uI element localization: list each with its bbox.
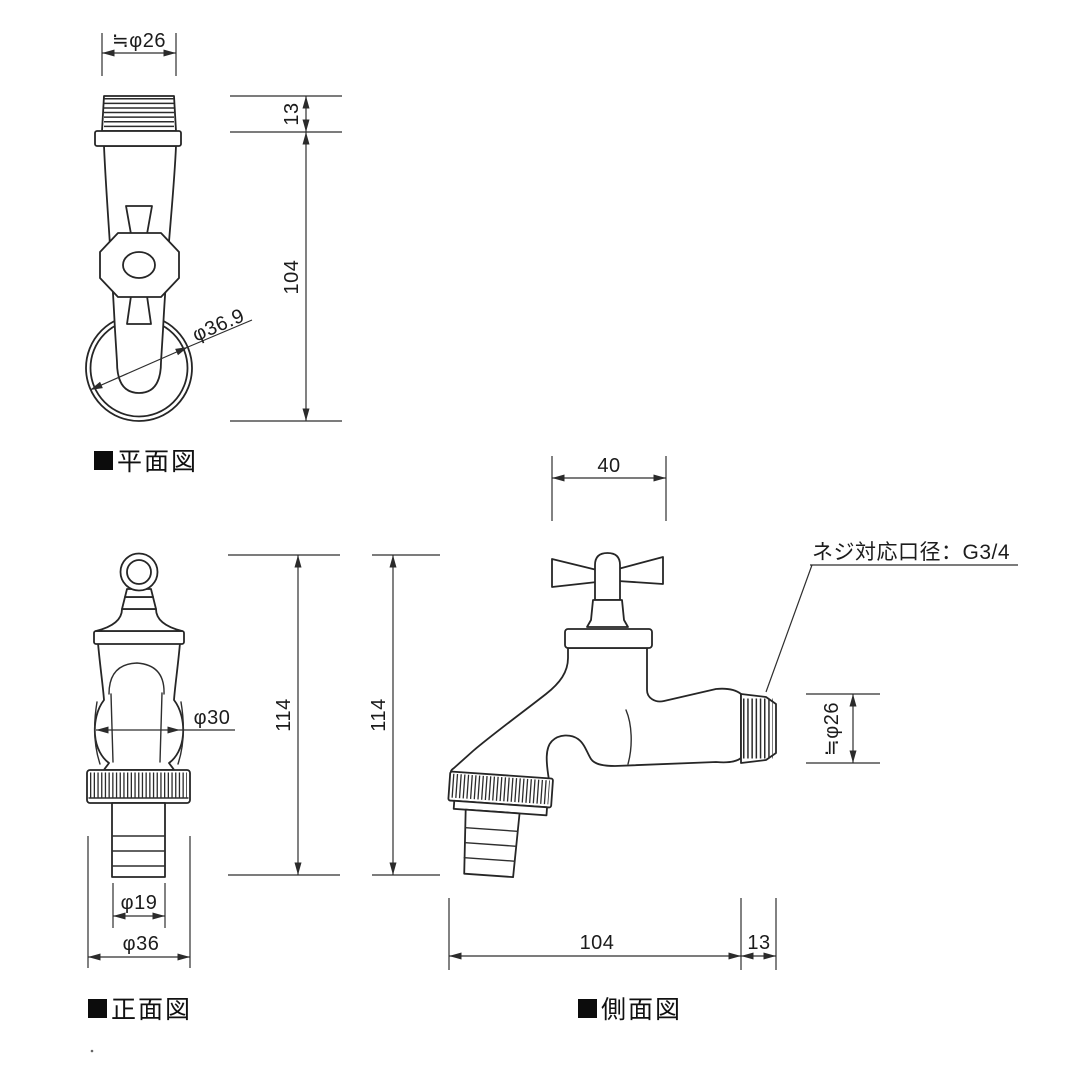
side-dim-text-13: 13 xyxy=(747,932,770,954)
side-handle-right-bar xyxy=(617,556,664,585)
front-dim-text-114: 114 xyxy=(273,698,295,731)
side-nipple-barb xyxy=(463,856,515,862)
front-dim-text-phi36: φ36 xyxy=(123,933,160,955)
side-handle-hub xyxy=(594,552,621,601)
plan-handle-bottom-bar xyxy=(126,295,152,325)
front-spout-window-arc xyxy=(108,662,165,695)
side-dim-text-114: 114 xyxy=(368,698,390,731)
plan-dim-text-104: 104 xyxy=(281,260,303,295)
side-view: 40 114 104 13 ≒φ26 ネジ対応口径：G3/4 側面図 xyxy=(368,455,1018,1024)
plan-handle-hub-center xyxy=(122,251,156,279)
front-bonnet-flange xyxy=(93,630,185,645)
side-leader-line xyxy=(765,564,813,693)
front-handle-ring-outer xyxy=(119,552,159,592)
plan-dim-text-13: 13 xyxy=(281,102,303,125)
plan-label: 平面図 xyxy=(117,448,198,476)
plan-dim-line-phi369 xyxy=(89,346,189,391)
front-label-square-icon xyxy=(88,999,107,1018)
side-thread-note: ネジ対応口径：G3/4 xyxy=(812,541,1010,564)
side-spout-assembly xyxy=(447,770,554,879)
plan-label-square-icon xyxy=(94,451,113,470)
front-label: 正面図 xyxy=(111,996,192,1024)
side-body-contour-line xyxy=(625,709,632,765)
side-dim-text-phi26: ≒φ26 xyxy=(821,702,843,756)
side-label-square-icon xyxy=(578,999,597,1018)
plan-thread-flange xyxy=(94,130,182,147)
side-bonnet-flange xyxy=(564,628,653,649)
side-handle-left-bar xyxy=(551,558,598,588)
side-dim-text-40: 40 xyxy=(597,455,620,477)
side-dim-text-104: 104 xyxy=(580,932,615,954)
front-handle-stem xyxy=(121,596,157,610)
front-side-lens xyxy=(93,701,101,765)
side-nipple-barb xyxy=(464,826,519,833)
front-body xyxy=(93,642,185,771)
side-body xyxy=(450,647,742,781)
plan-dim-text-phi26: ≒φ26 xyxy=(112,30,166,52)
plan-view: ≒φ26 13 104 φ36.9 平面図 xyxy=(85,30,342,476)
plan-dim-text-phi369: φ36.9 xyxy=(189,305,248,347)
plan-handle-top-bar xyxy=(125,205,153,235)
front-bell xyxy=(95,608,183,632)
front-side-lens xyxy=(177,701,185,765)
stray-dot xyxy=(90,1049,94,1053)
side-label: 側面図 xyxy=(601,996,682,1024)
front-dim-text-phi30: φ30 xyxy=(194,707,231,729)
side-nipple-barb xyxy=(464,842,517,847)
front-view: φ30 φ19 φ36 114 正面図 xyxy=(86,552,340,1024)
plan-dim-tail xyxy=(187,319,253,348)
side-cap-nut-knurl xyxy=(451,773,550,805)
front-handle-ring-inner xyxy=(126,559,152,585)
front-dim-text-phi19: φ19 xyxy=(121,892,158,914)
side-handle-stem xyxy=(586,599,629,628)
side-thread-outline xyxy=(740,693,777,764)
front-hose-nipple xyxy=(111,802,166,878)
